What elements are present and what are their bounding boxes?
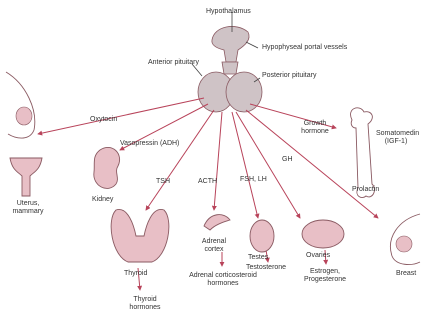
breast-right-shape xyxy=(390,214,420,264)
hypothalamus-shape xyxy=(212,26,249,62)
label-ovaries: Ovaries xyxy=(306,252,330,260)
label-vasopressin: Vasopressin (ADH) xyxy=(120,140,179,148)
label-oxytocin: Oxytocin xyxy=(90,116,117,124)
kidney-shape xyxy=(94,147,120,188)
label-fsh-lh: FSH, LH xyxy=(240,176,267,184)
label-testes: Testes xyxy=(248,254,268,262)
bone-shape xyxy=(351,108,375,198)
label-somatomedin: Somatomedin (IGF-1) xyxy=(376,130,416,146)
label-uterus-mammary: Uterus, mammary xyxy=(8,200,48,216)
arrow-fsh-lh-testes xyxy=(232,112,258,218)
label-gh: GH xyxy=(282,156,293,164)
portal-leader xyxy=(246,42,258,48)
label-hypophyseal-portal: Hypophyseal portal vessels xyxy=(262,44,347,52)
label-prolactin: Prolactin xyxy=(352,186,379,194)
label-growth-hormone: Growth hormone xyxy=(292,120,338,136)
arrow-oxytocin xyxy=(38,98,204,134)
label-hypothalamus: Hypothalamus xyxy=(206,8,251,16)
uterus-shape xyxy=(10,158,42,196)
thyroid-shape xyxy=(111,209,169,262)
label-posterior-pituitary: Posterior pituitary xyxy=(262,72,316,80)
label-tsh: TSH xyxy=(156,178,170,186)
arrow-tsh xyxy=(146,110,214,210)
adrenal-shape xyxy=(204,215,230,230)
label-anterior-pituitary: Anterior pituitary xyxy=(148,59,199,67)
label-breast: Breast xyxy=(396,270,416,278)
breast-left-shape xyxy=(6,72,35,138)
label-estrogen: Estrogen, Progesterone xyxy=(296,268,354,284)
label-testosterone: Testosterone xyxy=(246,264,286,272)
label-adrenal-hormones: Adrenal corticosteroid hormones xyxy=(182,272,264,288)
label-thyroid: Thyroid xyxy=(124,270,147,278)
label-acth: ACTH xyxy=(198,178,217,186)
label-adrenal-cortex: Adrenal cortex xyxy=(192,238,236,254)
arrow-acth xyxy=(214,112,222,210)
label-kidney: Kidney xyxy=(92,196,113,204)
label-thyroid-hormones: Thyroid hormones xyxy=(120,296,170,312)
testis-shape xyxy=(250,220,274,252)
ovary-shape xyxy=(302,220,344,248)
